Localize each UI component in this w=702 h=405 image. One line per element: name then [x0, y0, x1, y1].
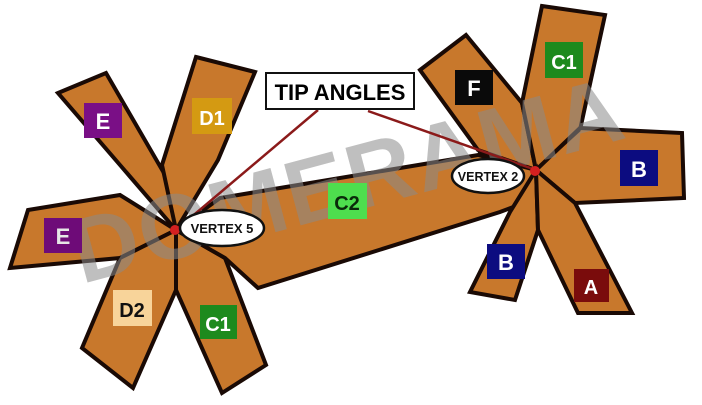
svg-text:VERTEX 2: VERTEX 2: [458, 170, 518, 184]
callout-label: TIP ANGLES: [275, 80, 406, 105]
badge-d1: D1: [192, 98, 232, 134]
badge-a: A: [574, 269, 609, 302]
badge-e-left: E: [44, 218, 82, 253]
badge-c2: C2: [328, 183, 367, 219]
badge-b-lower: B: [487, 244, 525, 279]
pointer-line-vertex5: [175, 109, 319, 231]
tip-angles-callout: TIP ANGLES: [265, 72, 415, 110]
svg-text:E: E: [96, 109, 111, 134]
badge-d2: D2: [113, 290, 152, 326]
badge-e-upper: E: [84, 103, 122, 138]
svg-text:C1: C1: [205, 314, 231, 336]
vertex2-dot: [530, 166, 540, 176]
badge-c1-v5: C1: [200, 305, 237, 339]
svg-text:D2: D2: [119, 300, 145, 322]
vertex5-label: VERTEX 5: [178, 208, 266, 248]
svg-text:F: F: [467, 76, 480, 101]
svg-text:B: B: [631, 157, 647, 182]
svg-text:C1: C1: [551, 52, 577, 74]
badge-b-right: B: [620, 150, 658, 186]
svg-text:D1: D1: [199, 108, 225, 130]
vertex5-dot: [170, 225, 180, 235]
svg-text:E: E: [56, 224, 71, 249]
badge-f: F: [455, 70, 493, 105]
svg-text:B: B: [498, 250, 514, 275]
svg-text:A: A: [584, 277, 598, 299]
svg-text:C2: C2: [334, 193, 360, 215]
pointer-line-vertex2: [367, 109, 537, 172]
vertex2-label: VERTEX 2: [450, 157, 526, 195]
badge-c1-v2: C1: [545, 42, 583, 78]
svg-text:VERTEX 5: VERTEX 5: [191, 221, 254, 236]
